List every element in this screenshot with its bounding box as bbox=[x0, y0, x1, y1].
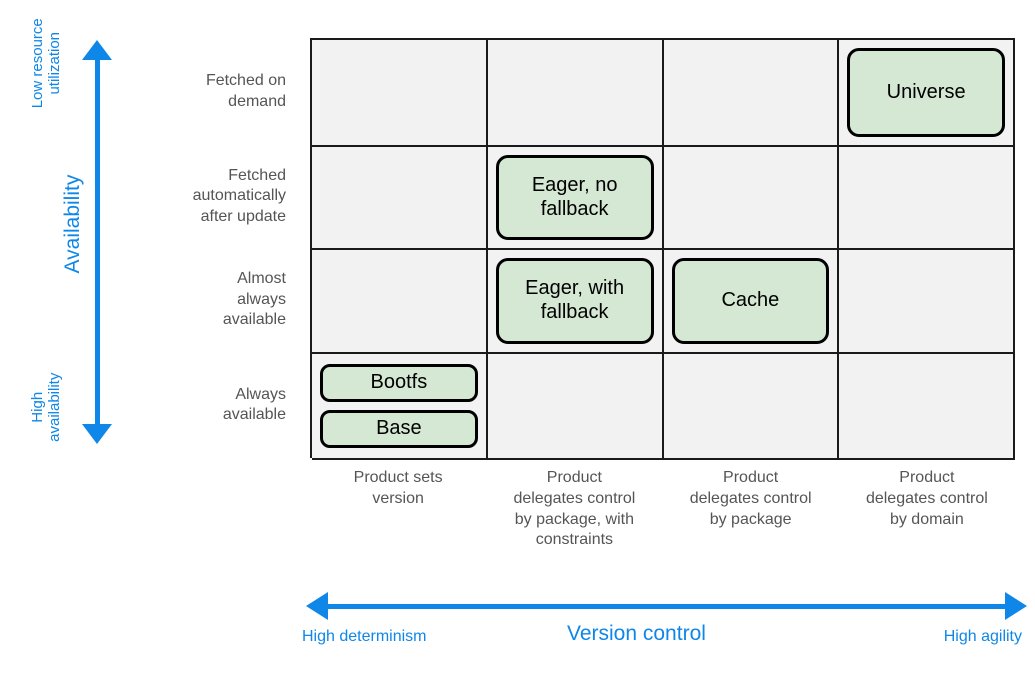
availability-axis-line bbox=[95, 56, 100, 430]
col-label-delegates-by-domain: Product delegates control by domain bbox=[865, 469, 988, 528]
availability-version-matrix: Universe Eager, no fallback Eager, with … bbox=[310, 38, 1015, 460]
version-control-axis-line bbox=[326, 604, 1010, 609]
axis-label-high-agility: High agility bbox=[943, 628, 1022, 645]
version-control-axis: High determinism Version control High ag… bbox=[0, 588, 1035, 668]
row-label-always-available: Always available bbox=[222, 385, 286, 423]
row-label-fetched-automatically-after-update: Fetched automatically after update bbox=[192, 166, 286, 225]
matrix-cell-r1c2 bbox=[487, 40, 664, 147]
column-labels: Product sets version Product delegates c… bbox=[310, 468, 1015, 551]
matrix-cell-r3c3: Cache bbox=[663, 250, 840, 354]
node-universe[interactable]: Universe bbox=[847, 48, 1005, 137]
axis-label-high-determinism: High determinism bbox=[302, 628, 427, 645]
matrix-cell-r1c1 bbox=[312, 40, 488, 147]
col-label-product-sets-version: Product sets version bbox=[353, 469, 443, 507]
node-eager-with-fallback[interactable]: Eager, with fallback bbox=[495, 258, 654, 344]
col-label-delegates-by-package-with-constraints: Product delegates control by package, wi… bbox=[513, 469, 636, 549]
axis-arrowhead-down-icon bbox=[82, 424, 112, 444]
axis-title-version-control: Version control bbox=[567, 622, 706, 645]
matrix-cell-r3c1 bbox=[312, 250, 488, 354]
node-cache[interactable]: Cache bbox=[671, 258, 830, 344]
matrix-cell-r2c4 bbox=[839, 147, 1015, 250]
node-stack-bootfs-base: Bootfs Base bbox=[320, 362, 478, 450]
axis-arrowhead-up-icon bbox=[82, 40, 112, 60]
matrix-cell-r3c4 bbox=[839, 250, 1015, 354]
matrix-cell-r1c3 bbox=[663, 40, 840, 147]
matrix-cell-r2c1 bbox=[312, 147, 488, 250]
matrix-cell-r4c2 bbox=[487, 354, 664, 460]
node-base[interactable]: Base bbox=[320, 410, 478, 448]
row-label-fetched-on-demand: Fetched on demand bbox=[205, 72, 286, 110]
col-label-delegates-by-package: Product delegates control by package bbox=[689, 469, 812, 528]
node-eager-no-fallback[interactable]: Eager, no fallback bbox=[495, 155, 654, 240]
matrix-cell-r4c3 bbox=[663, 354, 840, 460]
axis-arrowhead-right-icon bbox=[1005, 592, 1027, 620]
availability-axis: Low resource utilization Availability Hi… bbox=[0, 0, 130, 470]
axis-label-low-resource-utilization: Low resource utilization bbox=[28, 18, 63, 109]
row-label-almost-always-available: Almost always available bbox=[222, 270, 286, 329]
node-bootfs[interactable]: Bootfs bbox=[320, 364, 478, 402]
axis-title-availability: Availability bbox=[60, 174, 84, 274]
axis-arrowhead-left-icon bbox=[306, 592, 328, 620]
matrix-cell-r3c2: Eager, with fallback bbox=[487, 250, 664, 354]
matrix-cell-r1c4: Universe bbox=[839, 40, 1015, 147]
matrix-cell-r2c2: Eager, no fallback bbox=[487, 147, 664, 250]
matrix-cell-r2c3 bbox=[663, 147, 840, 250]
axis-label-high-availability: High availability bbox=[28, 372, 63, 442]
matrix-cell-r4c1: Bootfs Base bbox=[312, 354, 488, 460]
matrix-cell-r4c4 bbox=[839, 354, 1015, 460]
